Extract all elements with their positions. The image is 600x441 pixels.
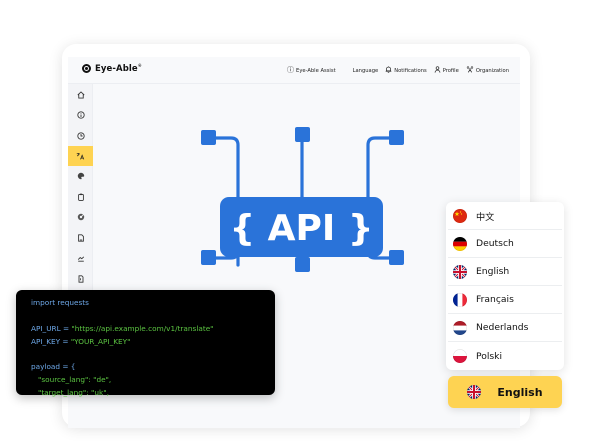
brand-logo[interactable]: Eye-Able® [82, 63, 142, 74]
user-icon [434, 66, 441, 75]
sidebar-item-info[interactable] [68, 105, 93, 125]
language-option-label: English [476, 266, 510, 277]
api-label: { API } [230, 208, 374, 249]
nav-label: Notifications [394, 67, 427, 74]
nav-language[interactable]: Language [353, 68, 379, 74]
language-option-label: 中文 [476, 211, 495, 223]
line-chart-icon [77, 256, 84, 262]
nav-label: Profile [442, 67, 459, 74]
sidebar-item-document[interactable] [68, 228, 93, 248]
nav-eye-able-assist[interactable]: ⓘ Eye-Able Assist [287, 67, 336, 74]
selected-language-label: English [497, 385, 543, 399]
eye-able-logo-icon [82, 63, 91, 73]
node-top-left [201, 130, 216, 145]
language-option-pl[interactable]: Polski [448, 342, 562, 370]
file-icon [78, 275, 83, 283]
info-icon [76, 111, 85, 119]
bell-icon [385, 66, 392, 75]
code-token-keyword: import requests [31, 298, 89, 307]
flag-de-icon [453, 236, 467, 251]
language-option-label: Deutsch [476, 238, 514, 249]
code-line: "target_lang": "uk", [31, 387, 260, 400]
language-option-nl[interactable]: Nederlands [448, 314, 562, 342]
code-line: import requests [31, 297, 260, 310]
sidebar-item-home[interactable] [68, 85, 93, 105]
clipboard-icon [77, 193, 84, 201]
code-line: API_URL = "https://api.example.com/v1/tr… [31, 323, 260, 336]
sidebar-item-clipboard[interactable] [68, 187, 93, 207]
sidebar-item-clock[interactable] [68, 126, 93, 146]
language-selector-button[interactable]: English [448, 376, 562, 408]
language-option-label: Nederlands [476, 322, 529, 333]
top-header: Eye-Able® ⓘ Eye-Able Assist Language Not… [68, 57, 520, 84]
palette-icon [77, 172, 84, 180]
code-line [31, 349, 260, 362]
code-line: payload = { [31, 361, 260, 374]
flag-gb-icon [453, 264, 467, 279]
language-option-de[interactable]: Deutsch [448, 230, 562, 258]
language-option-cn[interactable]: 中文 [448, 202, 562, 230]
connector-line-top-left [211, 136, 240, 199]
sidebar-item-palette[interactable] [68, 166, 93, 186]
code-token-keyword: payload = { [31, 362, 76, 372]
nav-label: Eye-Able Assist [296, 67, 336, 74]
language-option-label: Polski [476, 350, 503, 362]
code-line: API_KEY = "YOUR_API_KEY" [31, 336, 260, 349]
language-option-label: Français [476, 294, 514, 305]
flag-fr-icon [453, 292, 467, 307]
nav-label: Organization [475, 67, 509, 74]
code-token-string: "source_lang": "de", [31, 375, 112, 385]
header-nav: ⓘ Eye-Able Assist Language Notifications… [280, 57, 509, 84]
sidebar-item-target[interactable] [68, 207, 93, 227]
clock-icon [76, 132, 85, 140]
code-token-string: "YOUR_API_KEY" [70, 336, 131, 346]
info-circle-icon: ⓘ [287, 66, 295, 74]
node-bottom-right [389, 250, 404, 265]
node-bottom-left [201, 250, 216, 265]
node-top-right [389, 130, 404, 145]
api-badge [220, 197, 383, 257]
flag-pl-icon [453, 349, 467, 363]
organization-icon [466, 66, 474, 75]
nav-profile[interactable]: Profile [434, 66, 459, 75]
flag-nl-icon [453, 320, 467, 335]
code-line: "source_lang": "de", [31, 374, 260, 387]
code-token-keyword: API_URL = [31, 323, 72, 333]
language-option-gb[interactable]: English [448, 258, 562, 286]
document-icon [77, 234, 84, 242]
code-token-string: "https://api.example.com/v1/translate" [71, 323, 214, 333]
flag-gb-icon [467, 385, 482, 399]
sidebar-item-file[interactable] [68, 269, 93, 289]
sidebar-item-analytics[interactable] [68, 248, 93, 268]
flag-cn-icon [453, 208, 467, 223]
sidebar [68, 84, 93, 324]
nav-organization[interactable]: Organization [466, 66, 509, 75]
nav-notifications[interactable]: Notifications [385, 66, 427, 75]
nav-label: Language [352, 67, 379, 74]
code-token-keyword: API_KEY = [31, 336, 71, 346]
connector-line-top-right [366, 136, 395, 199]
node-bottom-center [295, 257, 310, 272]
sidebar-item-translate[interactable] [68, 146, 93, 166]
language-option-fr[interactable]: Français [448, 286, 562, 314]
translate-icon [76, 153, 85, 160]
target-icon [77, 213, 84, 221]
code-token-string: "target_lang": "uk", [31, 388, 109, 398]
brand-name: Eye-Able [95, 63, 138, 74]
registered-mark: ® [137, 63, 142, 68]
code-line [31, 310, 260, 323]
home-icon [76, 91, 85, 99]
api-illustration: { API } [201, 127, 404, 272]
node-top-center [295, 127, 310, 142]
